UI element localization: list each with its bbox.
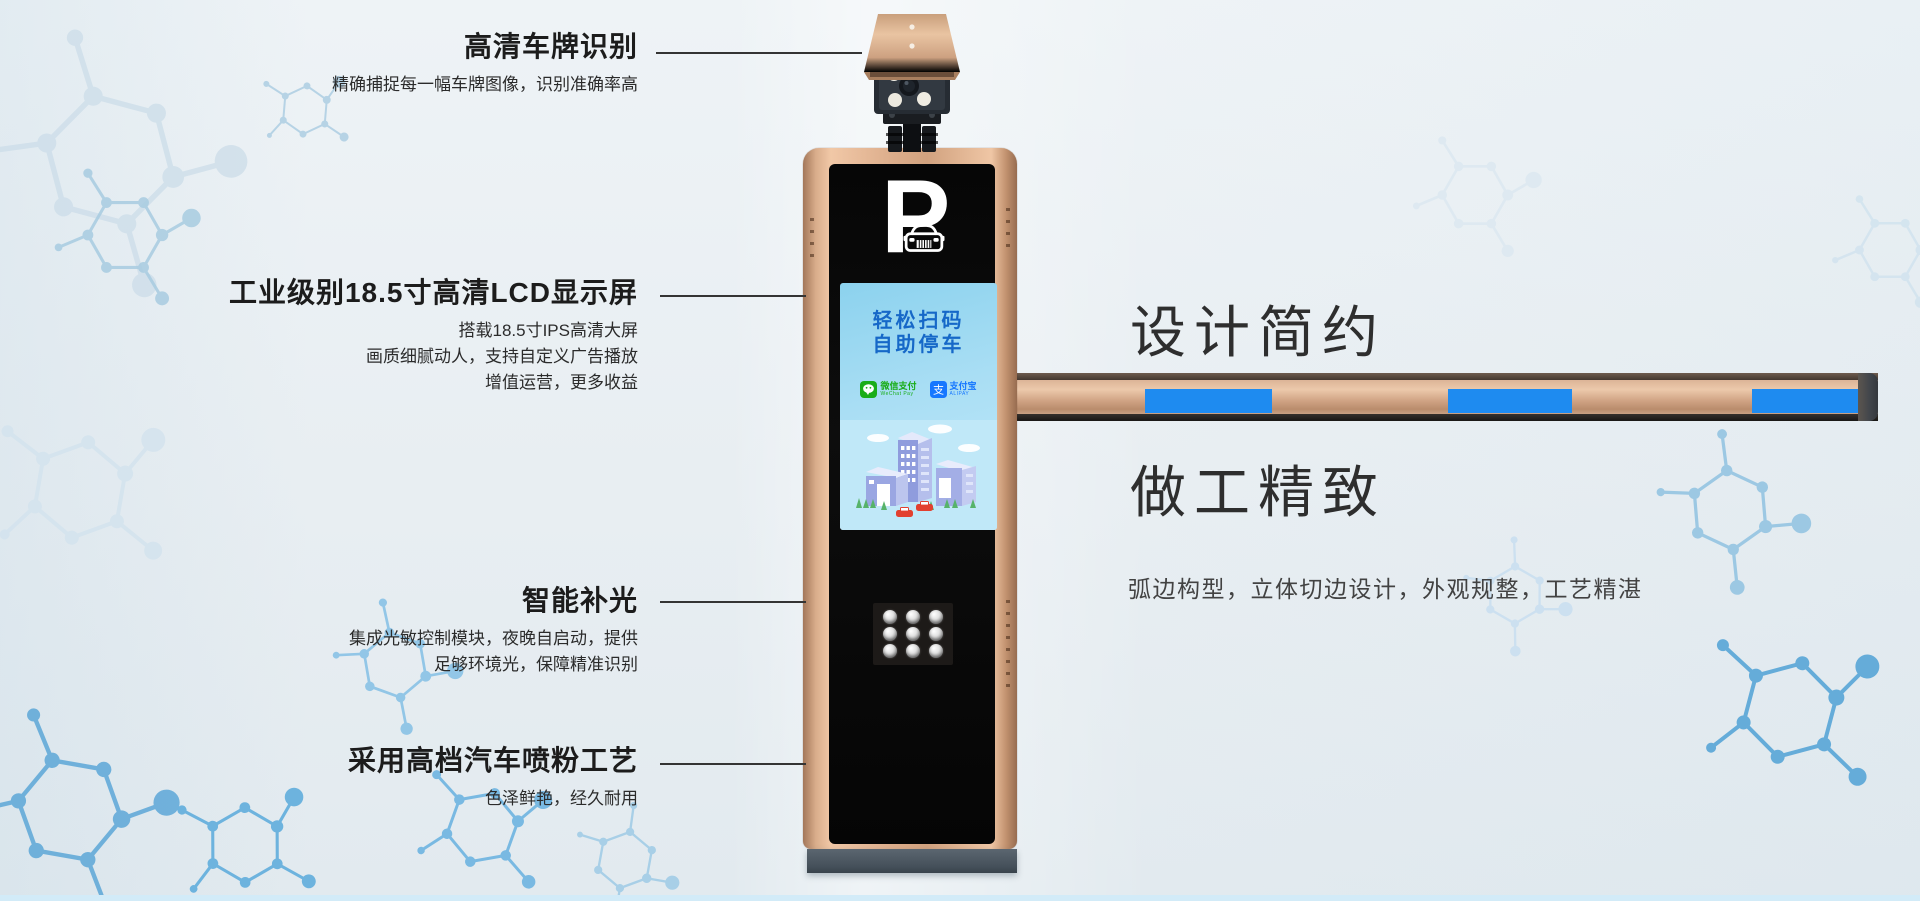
feature-description-line: 增值运营，更多收益 [485,373,638,392]
molecule-decoration [0,671,209,901]
fill-light-led [929,609,944,624]
feature-title: 智能补光 [521,585,638,616]
kiosk-side-vent [1006,600,1010,696]
barrier-arm-bottom-edge [1010,414,1878,421]
callout-leader-line [660,763,806,765]
feature-callout-fill-light: 智能补光 集成光敏控制模块，夜晚自启动，提供 足够环境光，保障精准识别 [349,584,638,678]
feature-description-line: 画质细腻动人，支持自定义广告播放 [366,347,638,366]
feature-title: 高清车牌识别 [463,31,638,62]
feature-description-line: 集成光敏控制模块，夜晚自启动，提供 [349,629,638,648]
alipay-label: 支付宝 [949,381,977,391]
bottom-accent-strip [0,895,1920,901]
license-plate-camera [864,14,960,152]
camera-led [888,93,902,107]
barrier-arm-end-cap [1858,373,1878,421]
kiosk-side-vent [810,218,814,266]
molecule-decoration [1610,390,1849,629]
wechat-pay-sublabel: WeChat Pay [880,391,914,397]
feature-callout-plate-recognition: 高清车牌识别 精确捕捉每一幅车牌图像，识别准确率高 [332,30,638,98]
headline-design: 设计简约 [1130,301,1386,364]
feature-title: 工业级别18.5寸高清LCD显示屏 [228,277,638,308]
screen-slogan-line1: 轻松扫码 [872,310,965,332]
kiosk-base [807,849,1017,873]
feature-description-line: 精确捕捉每一幅车牌图像，识别准确率高 [332,75,638,94]
feature-description-line: 色泽鲜艳，经久耐用 [485,789,638,808]
fill-light-led [882,626,897,641]
parking-kiosk: P 轻松扫码 自助停车 [803,148,1017,878]
fill-light-led [929,626,944,641]
car-icon [903,223,945,252]
kiosk-side-vent [1006,208,1010,256]
parking-p-logo: P [881,159,951,275]
fill-light-panel [873,603,953,665]
feature-title: 采用高档汽车喷粉工艺 [347,745,638,776]
wechat-pay-logo: 微信支付 WeChat Pay [860,381,917,398]
fill-light-led [905,644,920,659]
callout-leader-line [656,52,862,54]
alipay-sublabel: ALIPAY [949,391,970,397]
feature-callout-powder-coating: 采用高档汽车喷粉工艺 色泽鲜艳，经久耐用 [348,744,638,812]
callout-leader-line [660,601,806,603]
barrier-arm [1010,373,1878,421]
barrier-arm-body [1010,380,1878,414]
callout-leader-line [660,295,806,297]
city-illustration [840,420,997,530]
lcd-screen[interactable]: 轻松扫码 自助停车 微信支付 WeChat Pay [840,283,997,530]
barrier-arm-blue-stripe [1752,389,1862,413]
feature-description-line: 足够环境光，保障精准识别 [434,655,638,674]
barrier-arm-blue-stripe [1145,389,1272,413]
molecule-decoration [1655,575,1920,844]
headline-workmanship: 做工精致 [1130,461,1386,524]
feature-description-line: 搭载18.5寸IPS高清大屏 [458,321,639,340]
wechat-pay-icon [860,381,878,398]
camera-hood [864,14,960,72]
alipay-icon: 支 [929,381,947,398]
fill-light-led [905,609,920,624]
molecule-decoration [1820,180,1920,320]
fill-light-led [929,644,944,659]
camera-led [917,92,931,106]
fill-light-led [905,626,920,641]
payment-logos-row: 微信支付 WeChat Pay 支 支付宝 ALIPAY [840,381,997,398]
screen-slogan-line2: 自助停车 [872,334,965,356]
svg-text:支: 支 [933,384,944,397]
feature-callout-lcd-screen: 工业级别18.5寸高清LCD显示屏 搭载18.5寸IPS高清大屏 画质细腻动人，… [229,276,638,396]
molecule-decoration [40,150,210,320]
molecule-decoration [0,349,221,631]
headline-subtitle: 弧边构型，立体切边设计，外观规整，工艺精湛 [1128,576,1643,602]
barrier-arm-blue-stripe [1448,389,1572,413]
barrier-arm-top-edge [1010,373,1878,380]
fill-light-led [882,644,897,659]
camera-pole [903,116,921,152]
wechat-pay-label: 微信支付 [880,381,917,391]
molecule-decoration [1400,120,1550,270]
alipay-logo: 支 支付宝 ALIPAY [929,381,977,398]
fill-light-led [882,609,897,624]
molecule-decoration [129,729,361,901]
